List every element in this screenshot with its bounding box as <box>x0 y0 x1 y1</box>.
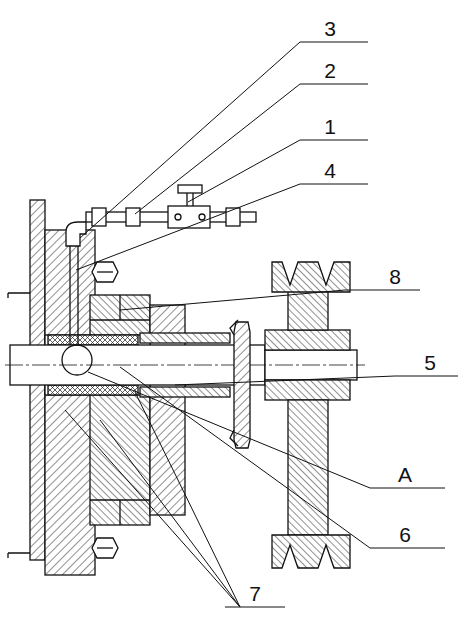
rect-stroke <box>178 185 202 193</box>
g-stroke <box>5 185 365 575</box>
path-stroke <box>187 192 193 206</box>
circle-stroke <box>175 214 181 220</box>
callout-number: 4 <box>324 160 336 181</box>
path-stroke <box>65 392 285 607</box>
circle-stroke <box>62 345 92 375</box>
path-stroke <box>97 271 113 272</box>
rect-stroke <box>265 380 350 400</box>
callout-number: A <box>398 464 412 485</box>
leader-lines <box>65 42 458 607</box>
path-stroke <box>70 246 78 345</box>
rect-stroke <box>288 400 328 535</box>
path-stroke <box>120 367 445 548</box>
path-stroke <box>5 365 365 366</box>
rect-stroke <box>288 290 328 330</box>
path-stroke <box>120 290 420 310</box>
rect-stroke <box>48 335 138 345</box>
polygon-stroke <box>234 322 250 448</box>
path-stroke <box>8 293 30 558</box>
rect-stroke <box>140 333 230 343</box>
callout-number: 3 <box>324 18 336 39</box>
path-stroke <box>272 535 350 568</box>
callout-number: 1 <box>324 116 336 137</box>
path-stroke <box>90 295 150 525</box>
path-stroke <box>175 376 458 385</box>
rect-stroke <box>168 206 210 228</box>
rect-stroke <box>226 208 240 226</box>
rect-stroke <box>265 330 350 350</box>
circle-stroke <box>199 214 205 220</box>
path-stroke <box>88 372 445 488</box>
callout-number: 7 <box>249 583 261 604</box>
rect-stroke <box>45 230 95 575</box>
polygon-stroke <box>92 538 118 558</box>
rect-stroke <box>140 387 230 397</box>
rect-stroke <box>126 208 140 226</box>
path-stroke <box>76 184 368 270</box>
callout-number: 2 <box>324 60 336 81</box>
callout-number: 5 <box>424 352 436 373</box>
polygon-stroke <box>92 262 118 282</box>
path-stroke <box>66 222 86 246</box>
path-stroke <box>97 547 113 548</box>
path-stroke <box>80 42 368 238</box>
path-stroke <box>135 84 368 214</box>
callout-number: 6 <box>399 524 411 545</box>
rect-stroke <box>90 295 150 525</box>
path-stroke <box>272 262 350 292</box>
callout-number: 8 <box>389 266 401 287</box>
